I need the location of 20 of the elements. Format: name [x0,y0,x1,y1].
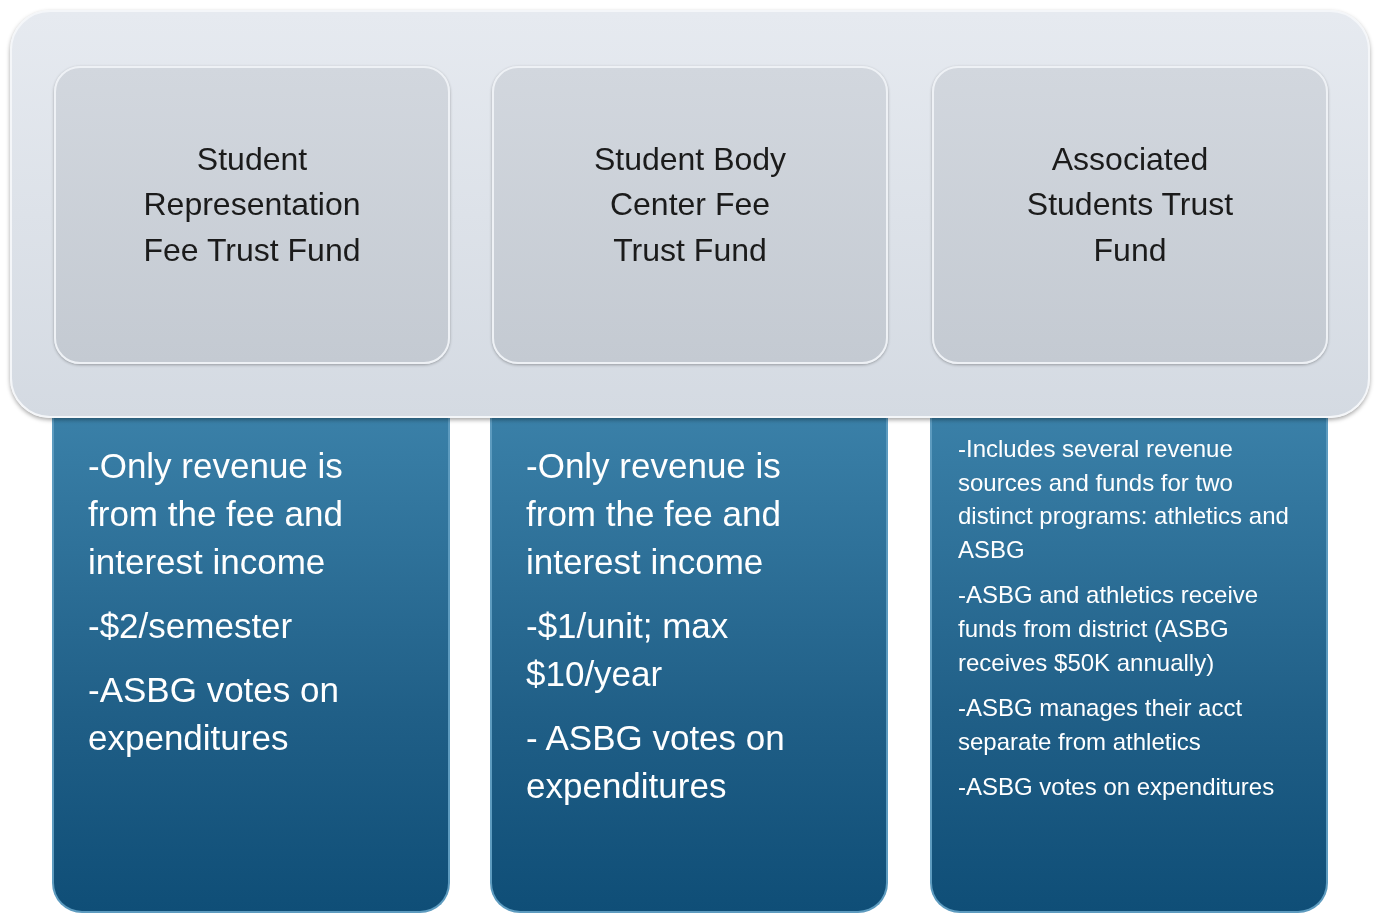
detail-text: - ASBG votes on expenditures [526,716,786,807]
detail-text: -$1/unit; max $10/year [526,604,730,695]
fund-details-card [52,418,450,913]
fund-title: Associated Students Trust Fund [1025,139,1235,270]
detail-text: -Only revenue is from the fee and interest income [526,445,782,583]
fund-header-box [54,66,450,364]
fund-title: Student Body Center Fee Trust Fund [592,139,788,270]
detail-text: -Only revenue is from the fee and interest income [88,445,344,583]
detail-text: -ASBG and athletics receive funds from district (ASBG receives $50K annually) [958,580,1260,678]
fund-details-card [490,418,888,913]
detail-text: -ASBG votes on expenditures [958,772,1276,803]
detail-text: -Includes several revenue sources and funds for two distinct programs: athletics and ASBG [958,434,1290,565]
fund-title: Student Representation Fee Trust Fund [142,139,362,270]
fund-header-box [932,66,1328,364]
detail-text: -$2/semester [88,604,294,647]
detail-text: -ASBG votes on expenditures [88,668,340,759]
detail-text: -ASBG manages their acct separate from athletics [958,693,1244,757]
container-panel [10,10,1370,418]
fund-header-box [492,66,888,364]
fund-details-card [930,418,1328,913]
